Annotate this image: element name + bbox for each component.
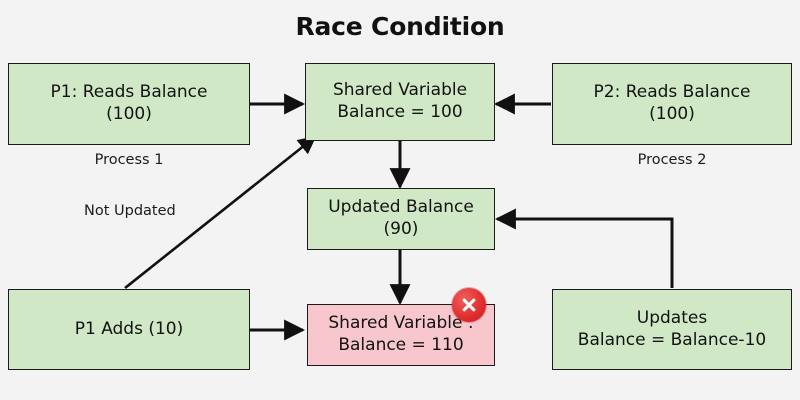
node-p1-reads-balance[interactable]: P1: Reads Balance (100): [8, 63, 250, 145]
node-p2-reads-balance[interactable]: P2: Reads Balance (100): [552, 63, 792, 145]
node-p1-adds-line1: P1 Adds (10): [74, 318, 184, 339]
node-updates-line2: Balance = Balance-10: [577, 329, 767, 350]
node-updates-line1: Updates: [636, 307, 708, 328]
node-shared-variable-top-line1: Shared Variable: [332, 80, 468, 101]
node-p1-adds[interactable]: P1 Adds (10): [8, 289, 250, 370]
node-updates[interactable]: Updates Balance = Balance-10: [552, 289, 792, 370]
node-p1-reads-balance-line2: (100): [106, 104, 152, 124]
node-updated-balance-line2: (90): [383, 219, 419, 239]
node-shared-variable-bottom-line1: Shared Variable :: [328, 313, 474, 334]
node-updated-balance[interactable]: Updated Balance (90): [307, 188, 495, 250]
caption-process-1: Process 1: [94, 152, 164, 168]
caption-process-2: Process 2: [637, 152, 707, 168]
node-shared-variable-bottom-line2: Balance = 110: [338, 335, 464, 355]
edge-updates-to-updated: [494, 208, 674, 288]
page-title: Race Condition: [295, 12, 505, 41]
node-updated-balance-line1: Updated Balance: [328, 197, 474, 218]
node-shared-variable-top[interactable]: Shared Variable Balance = 100: [305, 63, 495, 141]
edge-label-not-updated: Not Updated: [84, 203, 176, 219]
node-shared-variable-bottom[interactable]: Shared Variable : Balance = 110: [307, 304, 495, 366]
error-x-icon: [452, 288, 486, 322]
node-p2-reads-balance-line2: (100): [649, 104, 695, 124]
node-p1-reads-balance-line1: P1: Reads Balance: [50, 82, 208, 103]
node-p2-reads-balance-line1: P2: Reads Balance: [593, 82, 751, 103]
node-shared-variable-top-line2: Balance = 100: [337, 102, 463, 122]
